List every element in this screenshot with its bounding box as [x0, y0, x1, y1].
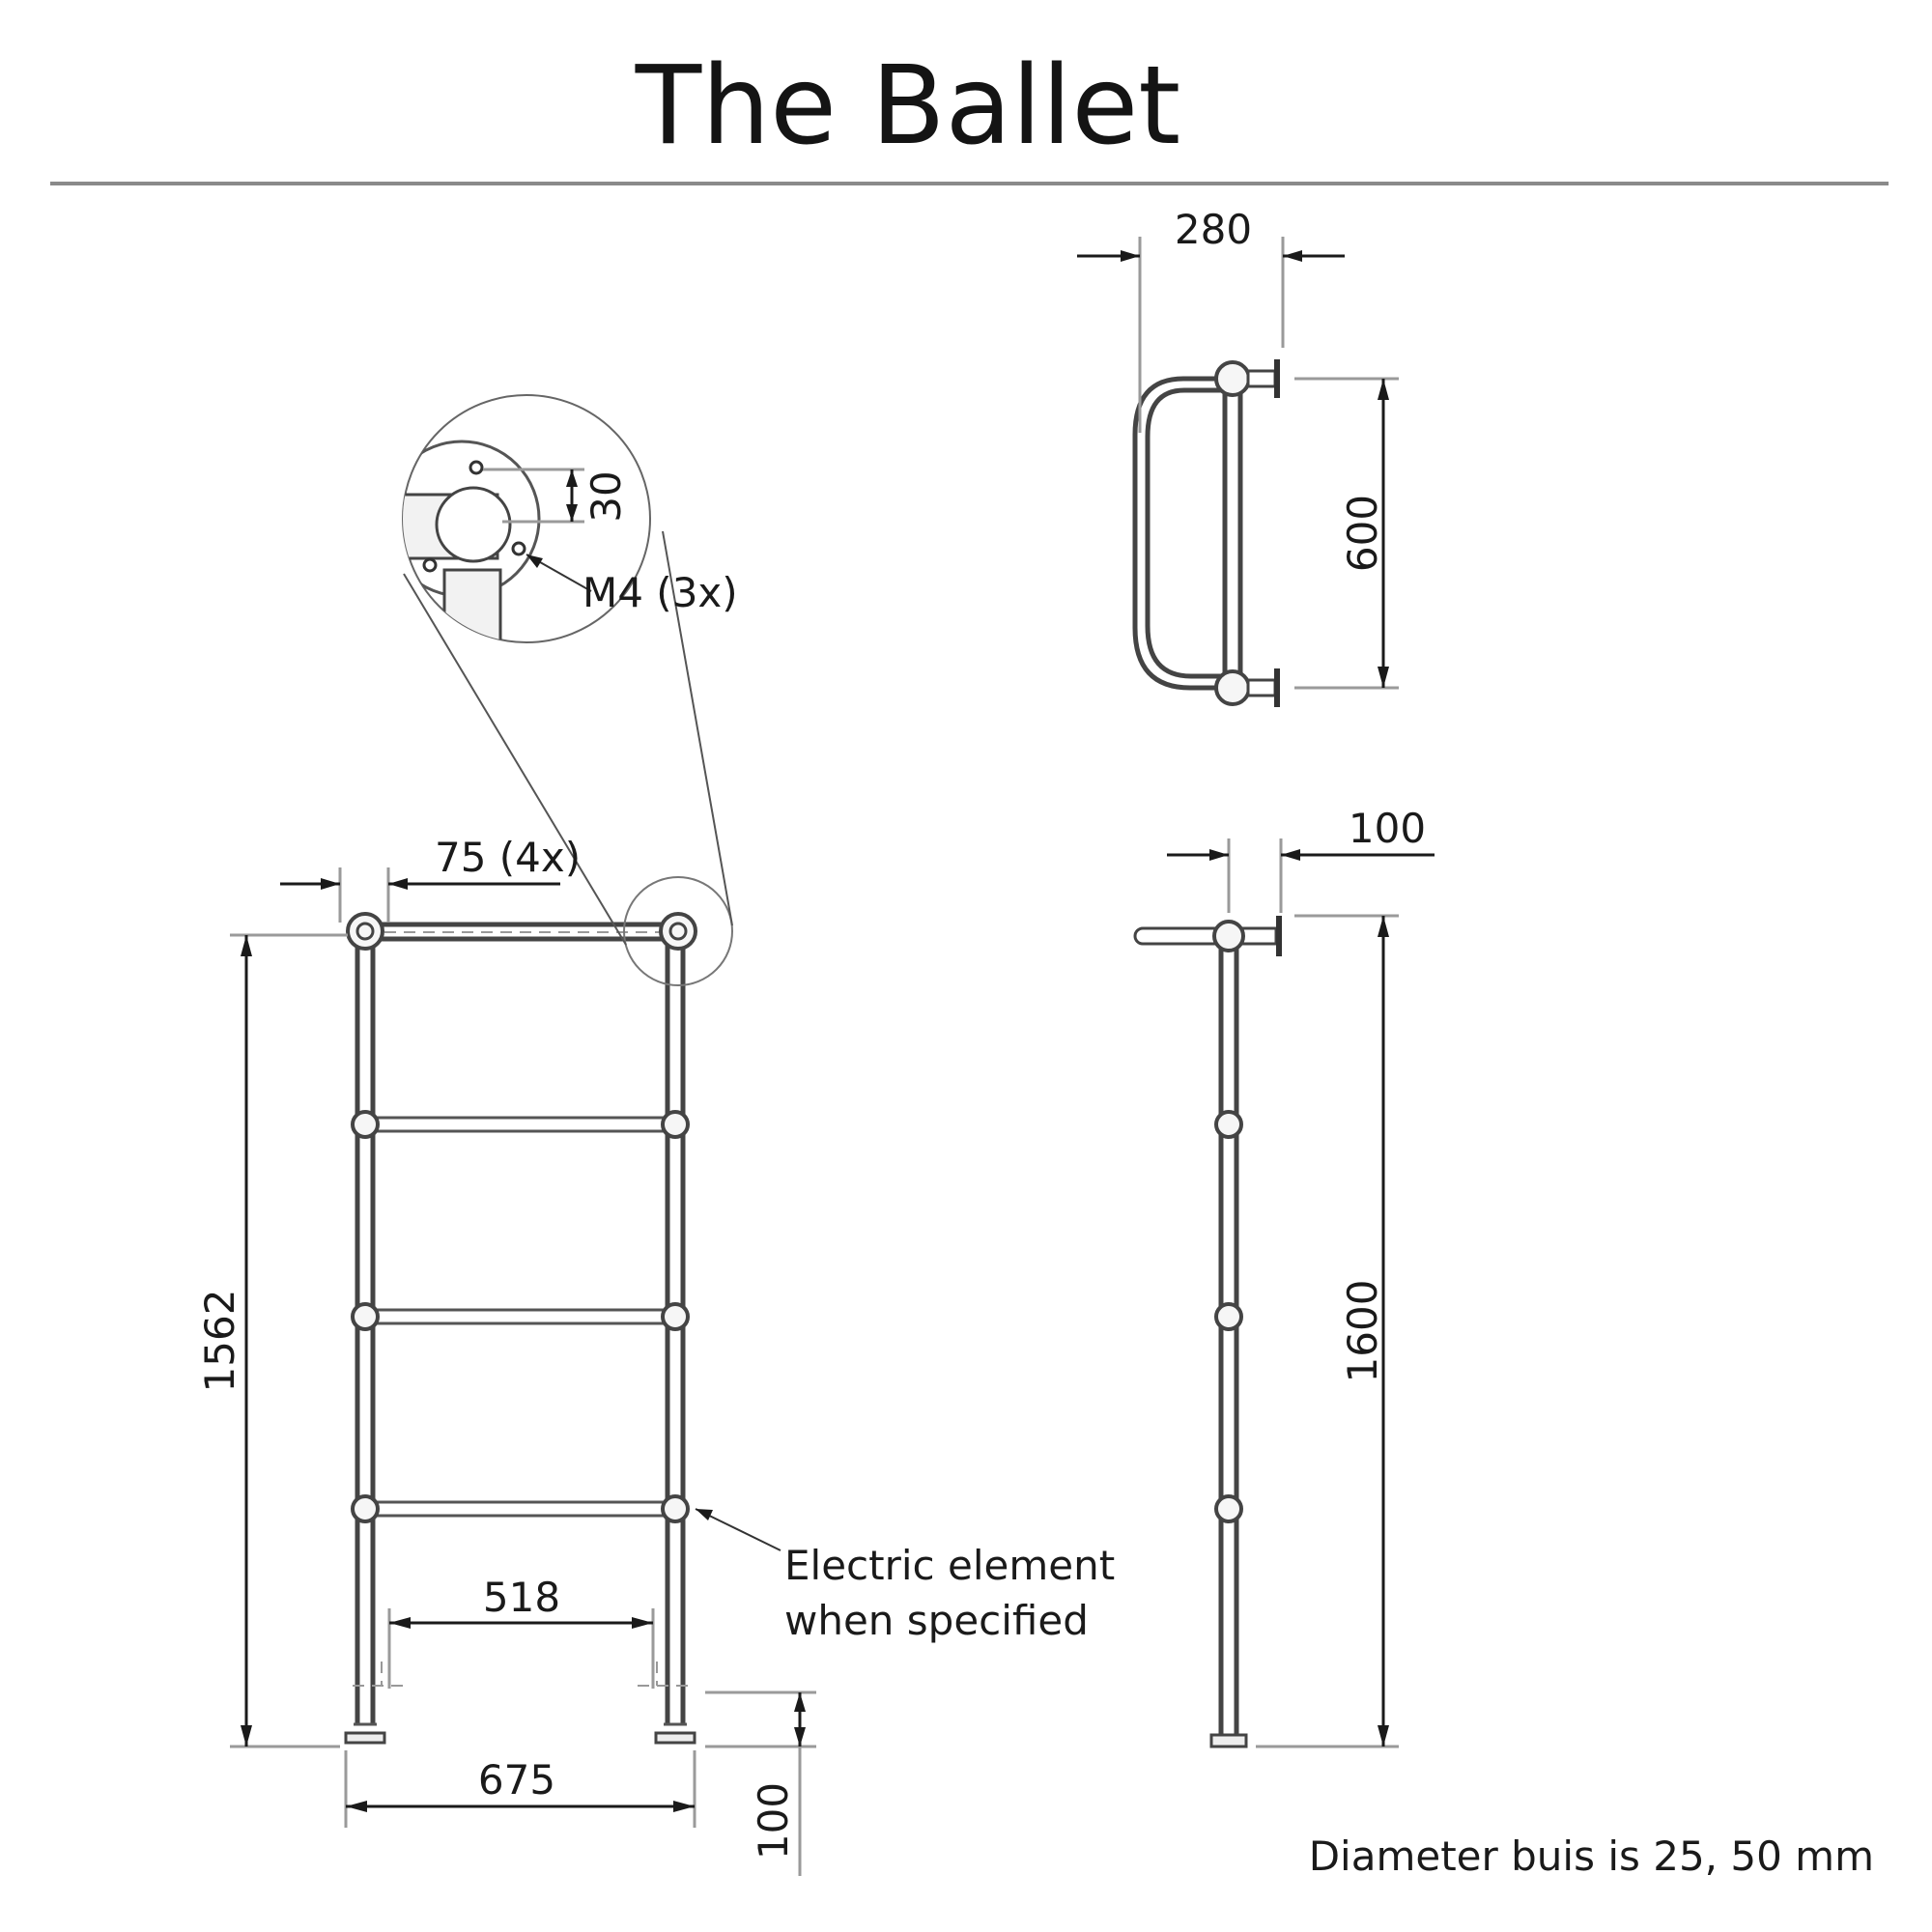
joint: [661, 1110, 690, 1139]
detail-pipe-end: [435, 486, 512, 563]
screw-hole: [422, 557, 438, 573]
joint: [351, 1302, 380, 1331]
joint: [351, 1494, 380, 1523]
joint: [1214, 669, 1251, 706]
dim-label-1600: 1600: [1339, 1280, 1386, 1383]
dim-label-280: 280: [1175, 206, 1252, 253]
screw-hole: [511, 541, 526, 556]
dim-side-height: 1600: [1256, 914, 1399, 1748]
joint: [1214, 1494, 1243, 1523]
pipe-diameter-note: Diameter buis is 25, 50 mm: [1309, 1833, 1874, 1880]
top-view-rail: [1132, 376, 1225, 691]
dim-top-depth: 280: [1077, 206, 1345, 433]
detail-marker-circle: [623, 876, 733, 986]
dim-outer-width: 675: [344, 1750, 696, 1828]
rail-1: [371, 1116, 669, 1133]
wall-bracket-right: [659, 912, 697, 951]
dim-floor-clearance: 100: [705, 1690, 816, 1876]
electric-element-line2: when specified: [784, 1597, 1089, 1644]
joint: [1214, 360, 1251, 397]
foot-left: [344, 1731, 386, 1745]
detail-post: [442, 568, 502, 642]
screw-hole: [469, 460, 484, 475]
dim-front-height: 1562: [196, 933, 348, 1748]
detail-leader-left: [403, 573, 627, 946]
side-foot: [1209, 1733, 1248, 1748]
detail-leader-right: [662, 530, 733, 926]
dim-bracket-offset: 75 (4x): [280, 834, 581, 923]
drawing-title: The Ballet: [635, 43, 1180, 169]
wall-bracket-left: [346, 912, 384, 951]
foot-right: [654, 1731, 696, 1745]
rail-2: [371, 1308, 669, 1325]
dim-top-bracket-spacing: 600: [1294, 377, 1399, 690]
dim-label-1562: 1562: [196, 1290, 243, 1393]
dim-label-100-side: 100: [1349, 805, 1426, 852]
dim-label-675: 675: [478, 1756, 555, 1804]
joint: [661, 1302, 690, 1331]
joint: [1214, 1110, 1243, 1139]
dim-label-100-floor: 100: [750, 1782, 797, 1860]
dim-label-75: 75 (4x): [435, 834, 581, 881]
detail-view: 30 M4 (3x): [402, 394, 738, 643]
rail-3: [371, 1500, 669, 1518]
joint: [1214, 1302, 1243, 1331]
dim-label-518: 518: [483, 1574, 560, 1621]
joint: [661, 1494, 690, 1523]
joint: [351, 1110, 380, 1139]
dim-label-30: 30: [582, 470, 630, 522]
top-view: [1132, 359, 1280, 707]
joint: [1212, 920, 1245, 952]
side-view: [1133, 916, 1282, 1748]
dim-label-600: 600: [1339, 495, 1386, 572]
front-view: [344, 912, 697, 1745]
dim-inner-width: 518: [387, 1574, 655, 1689]
dim-side-depth: 100: [1167, 805, 1435, 913]
screw-label: M4 (3x): [582, 569, 738, 616]
electric-element-callout: Electric element when specified: [695, 1508, 1115, 1644]
electric-element-line1: Electric element: [784, 1542, 1115, 1589]
